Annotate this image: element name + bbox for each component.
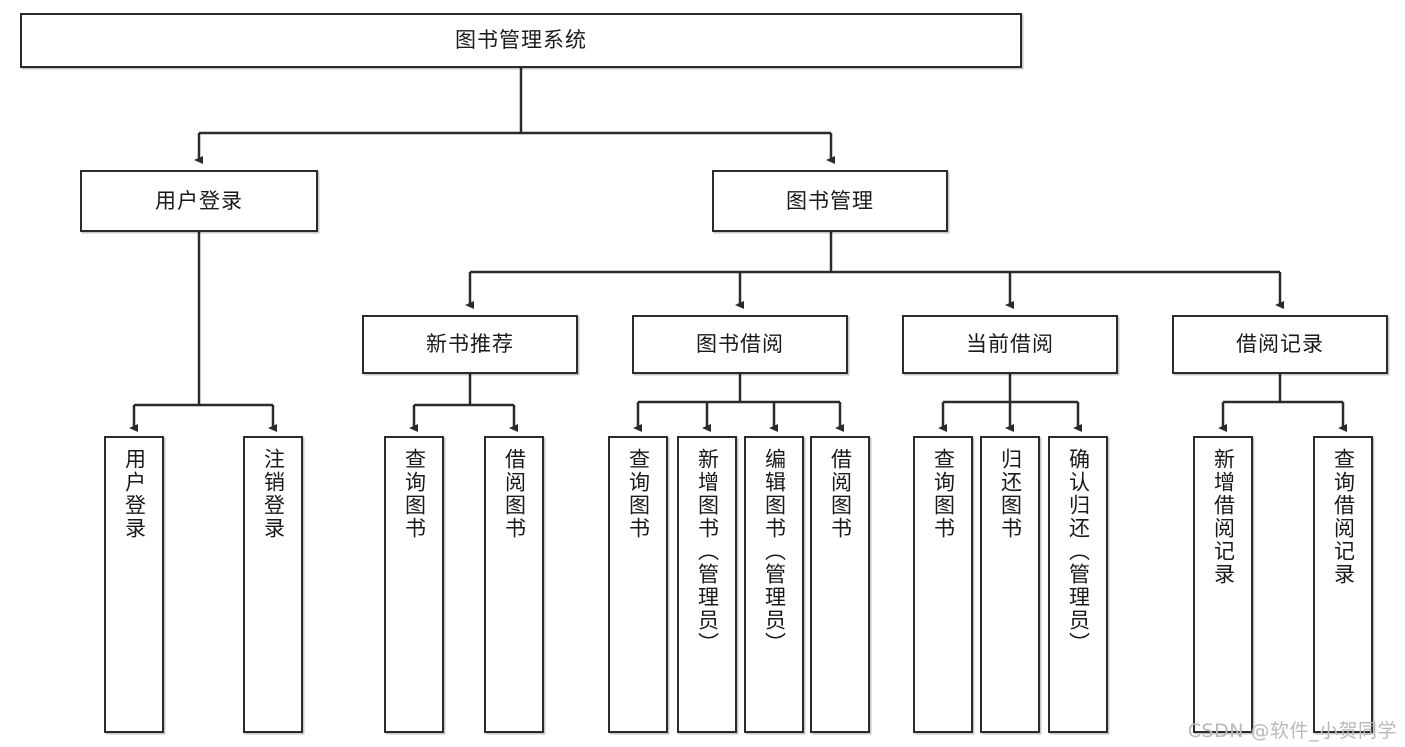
- leaf-borrow-record-2-label: 查询借阅记录: [1331, 448, 1356, 586]
- leaf-new-book-recommend-2-label: 借阅图书: [502, 448, 527, 540]
- leaf-book-borrow-4[interactable]: 借阅图书: [810, 436, 870, 733]
- leaf-new-book-recommend-1-label: 查询图书: [402, 448, 427, 540]
- leaf-user-login-1-label: 用户登录: [122, 448, 147, 540]
- leaf-user-login-1[interactable]: 用户登录: [104, 436, 164, 733]
- leaf-new-book-recommend-2[interactable]: 借阅图书: [484, 436, 544, 733]
- leaf-book-borrow-3[interactable]: 编辑图书（管理员）: [744, 436, 804, 733]
- leaf-book-borrow-3-label: 编辑图书（管理员）: [762, 448, 787, 655]
- leaf-borrow-record-1-label: 新增借阅记录: [1211, 448, 1236, 586]
- leaf-borrow-record-2[interactable]: 查询借阅记录: [1313, 436, 1373, 733]
- leaf-borrow-record-1[interactable]: 新增借阅记录: [1193, 436, 1253, 733]
- node-book-manage-label: 图书管理: [786, 188, 874, 213]
- node-root[interactable]: 图书管理系统: [20, 13, 1022, 68]
- leaf-current-borrow-3-label: 确认归还（管理员）: [1066, 448, 1091, 655]
- node-new-book-recommend-label: 新书推荐: [426, 332, 514, 357]
- leaf-current-borrow-1-label: 查询图书: [931, 448, 956, 540]
- leaf-book-borrow-4-label: 借阅图书: [828, 448, 853, 540]
- leaf-current-borrow-1[interactable]: 查询图书: [913, 436, 973, 733]
- node-root-label: 图书管理系统: [455, 28, 587, 53]
- csdn-watermark: CSDN @软件_小贺同学: [1187, 720, 1397, 742]
- node-book-borrow[interactable]: 图书借阅: [632, 315, 848, 374]
- leaf-book-borrow-2-label: 新增图书（管理员）: [695, 448, 720, 655]
- node-user-login-label: 用户登录: [155, 188, 243, 213]
- node-user-login[interactable]: 用户登录: [80, 170, 318, 232]
- leaf-book-borrow-1-label: 查询图书: [626, 448, 651, 540]
- node-current-borrow[interactable]: 当前借阅: [902, 315, 1118, 374]
- leaf-user-login-2-label: 注销登录: [261, 448, 286, 540]
- node-book-borrow-label: 图书借阅: [696, 332, 784, 357]
- leaf-current-borrow-2-label: 归还图书: [998, 448, 1023, 540]
- leaf-current-borrow-2[interactable]: 归还图书: [980, 436, 1040, 733]
- node-new-book-recommend[interactable]: 新书推荐: [362, 315, 578, 374]
- leaf-user-login-2[interactable]: 注销登录: [243, 436, 303, 733]
- leaf-new-book-recommend-1[interactable]: 查询图书: [384, 436, 444, 733]
- leaf-current-borrow-3[interactable]: 确认归还（管理员）: [1048, 436, 1108, 733]
- leaf-book-borrow-1[interactable]: 查询图书: [608, 436, 668, 733]
- node-borrow-record[interactable]: 借阅记录: [1172, 315, 1388, 374]
- node-book-manage[interactable]: 图书管理: [712, 170, 948, 232]
- node-current-borrow-label: 当前借阅: [966, 332, 1054, 357]
- leaf-book-borrow-2[interactable]: 新增图书（管理员）: [677, 436, 737, 733]
- node-borrow-record-label: 借阅记录: [1236, 332, 1324, 357]
